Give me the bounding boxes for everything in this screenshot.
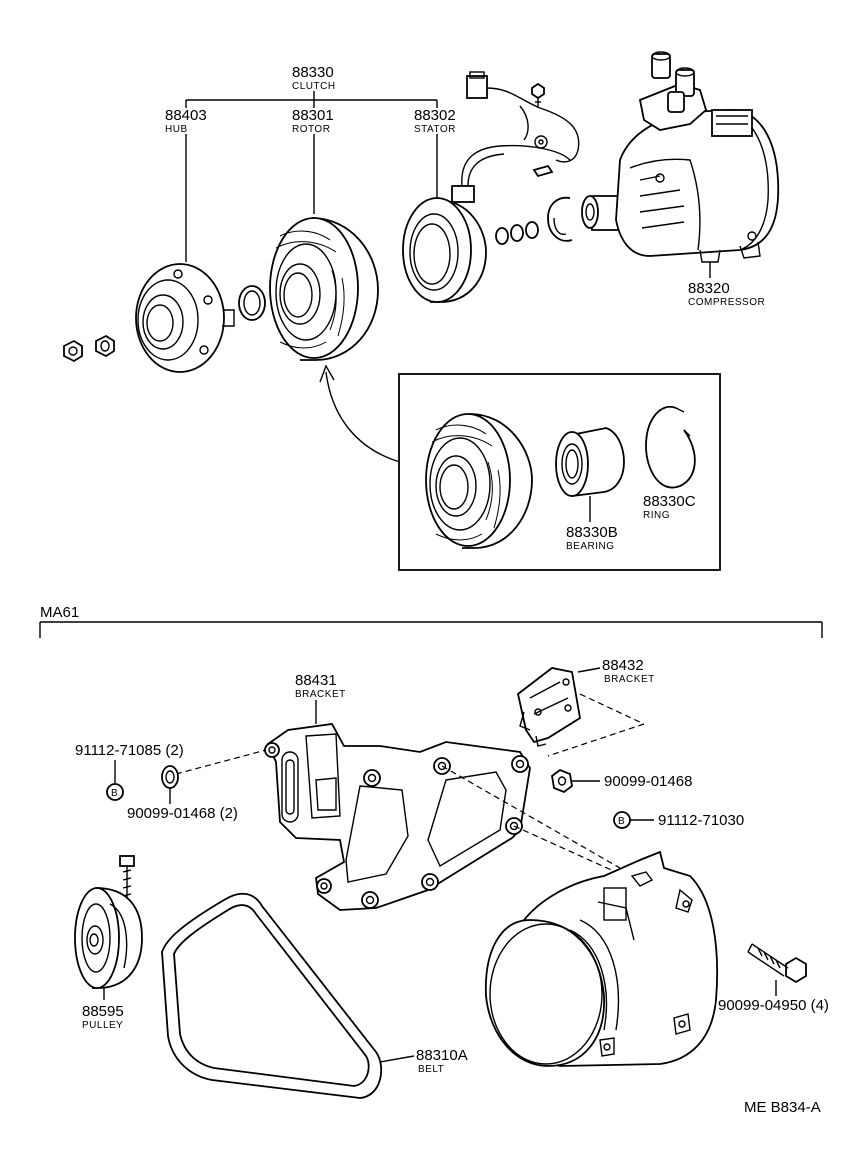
compressor-lower-drawing xyxy=(484,850,719,1067)
clutch-name: CLUTCH xyxy=(292,81,336,92)
bolt-left-b-mark: B xyxy=(111,788,118,799)
rotor-label-group: 88301 ROTOR xyxy=(292,107,334,214)
bolt-bottom-drawing xyxy=(747,943,807,996)
rotor-number: 88301 xyxy=(292,107,334,124)
hub-number: 88403 xyxy=(165,107,207,124)
ma61-section-frame: MA61 xyxy=(39,604,823,638)
pulley-drawing xyxy=(74,855,143,989)
bolt-bottom-label: 90099-04950 (4) xyxy=(718,997,829,1014)
bolt-left-label-group: 91112-71085 (2) B xyxy=(75,742,184,801)
detail-arrow xyxy=(319,364,401,463)
bolt-left-label: 91112-71085 (2) xyxy=(75,742,184,759)
stator-number: 88302 xyxy=(414,107,456,124)
compressor-label-group: 88320 COMPRESSOR xyxy=(688,262,765,308)
snap-ring-compressor-drawing xyxy=(547,196,573,242)
ring-number: 88330C xyxy=(643,493,696,510)
bolt-right-b-mark: B xyxy=(618,816,625,827)
bolt-right-label-group: B 91112-71030 xyxy=(613,811,744,829)
bracket-small-name: BRACKET xyxy=(604,674,655,685)
stator-label-group: 88302 STATOR xyxy=(414,107,456,198)
clutch-number: 88330 xyxy=(292,64,334,81)
shim-washers-drawing xyxy=(495,221,539,245)
compressor-name: COMPRESSOR xyxy=(688,297,765,308)
stator-drawing xyxy=(402,144,571,303)
bracket-main-name: BRACKET xyxy=(295,689,346,700)
belt-name: BELT xyxy=(418,1064,444,1075)
bearing-number: 88330B xyxy=(566,524,618,541)
pulley-name: PULLEY xyxy=(82,1020,123,1031)
bearing-name: BEARING xyxy=(566,541,615,552)
figure-code: ME B834-A xyxy=(744,1099,821,1116)
harness-drawing xyxy=(466,71,580,178)
snap-ring-small-drawing xyxy=(238,285,266,321)
compressor-number: 88320 xyxy=(688,280,730,297)
bolt-right-label: 91112-71030 xyxy=(658,812,744,829)
pulley-number: 88595 xyxy=(82,1003,124,1020)
bracket-main-label-group: 88431 BRACKET xyxy=(295,672,346,724)
ring-name: RING xyxy=(643,510,670,521)
ring-label-group: 88330C RING xyxy=(643,493,696,521)
nut-left-drawing xyxy=(161,765,179,804)
bracket-small-number: 88432 xyxy=(602,657,644,674)
hub-nut-drawing xyxy=(63,334,115,363)
pulley-label-group: 88595 PULLEY xyxy=(82,988,124,1031)
compressor-drawing xyxy=(581,51,780,263)
rotor-drawing xyxy=(269,217,379,361)
bracket-small-label-group: 88432 BRACKET xyxy=(577,657,655,685)
belt-number: 88310A xyxy=(416,1047,468,1064)
belt-label-group: 88310A BELT xyxy=(379,1047,468,1075)
clutch-label-group: 88330 CLUTCH xyxy=(185,64,438,108)
bearing-label-group: 88330B BEARING xyxy=(566,496,618,552)
hub-label-group: 88403 HUB xyxy=(165,107,207,262)
bracket-main-drawing xyxy=(264,723,531,911)
nut-right-label: 90099-01468 xyxy=(604,773,692,790)
rotor-detail-inset: 88330B BEARING 88330C RING xyxy=(398,373,721,571)
belt-drawing xyxy=(161,892,383,1099)
section-label: MA61 xyxy=(40,604,79,621)
screw-drawing xyxy=(531,82,545,108)
nut-left-label: 90099-01468 (2) xyxy=(127,805,238,822)
bracket-small-drawing xyxy=(516,667,581,747)
stator-name: STATOR xyxy=(414,124,456,135)
rotor-name: ROTOR xyxy=(292,124,330,135)
hub-drawing xyxy=(135,263,235,373)
nut-right-drawing xyxy=(551,768,600,794)
bracket-main-number: 88431 xyxy=(295,672,337,689)
hub-name: HUB xyxy=(165,124,188,135)
